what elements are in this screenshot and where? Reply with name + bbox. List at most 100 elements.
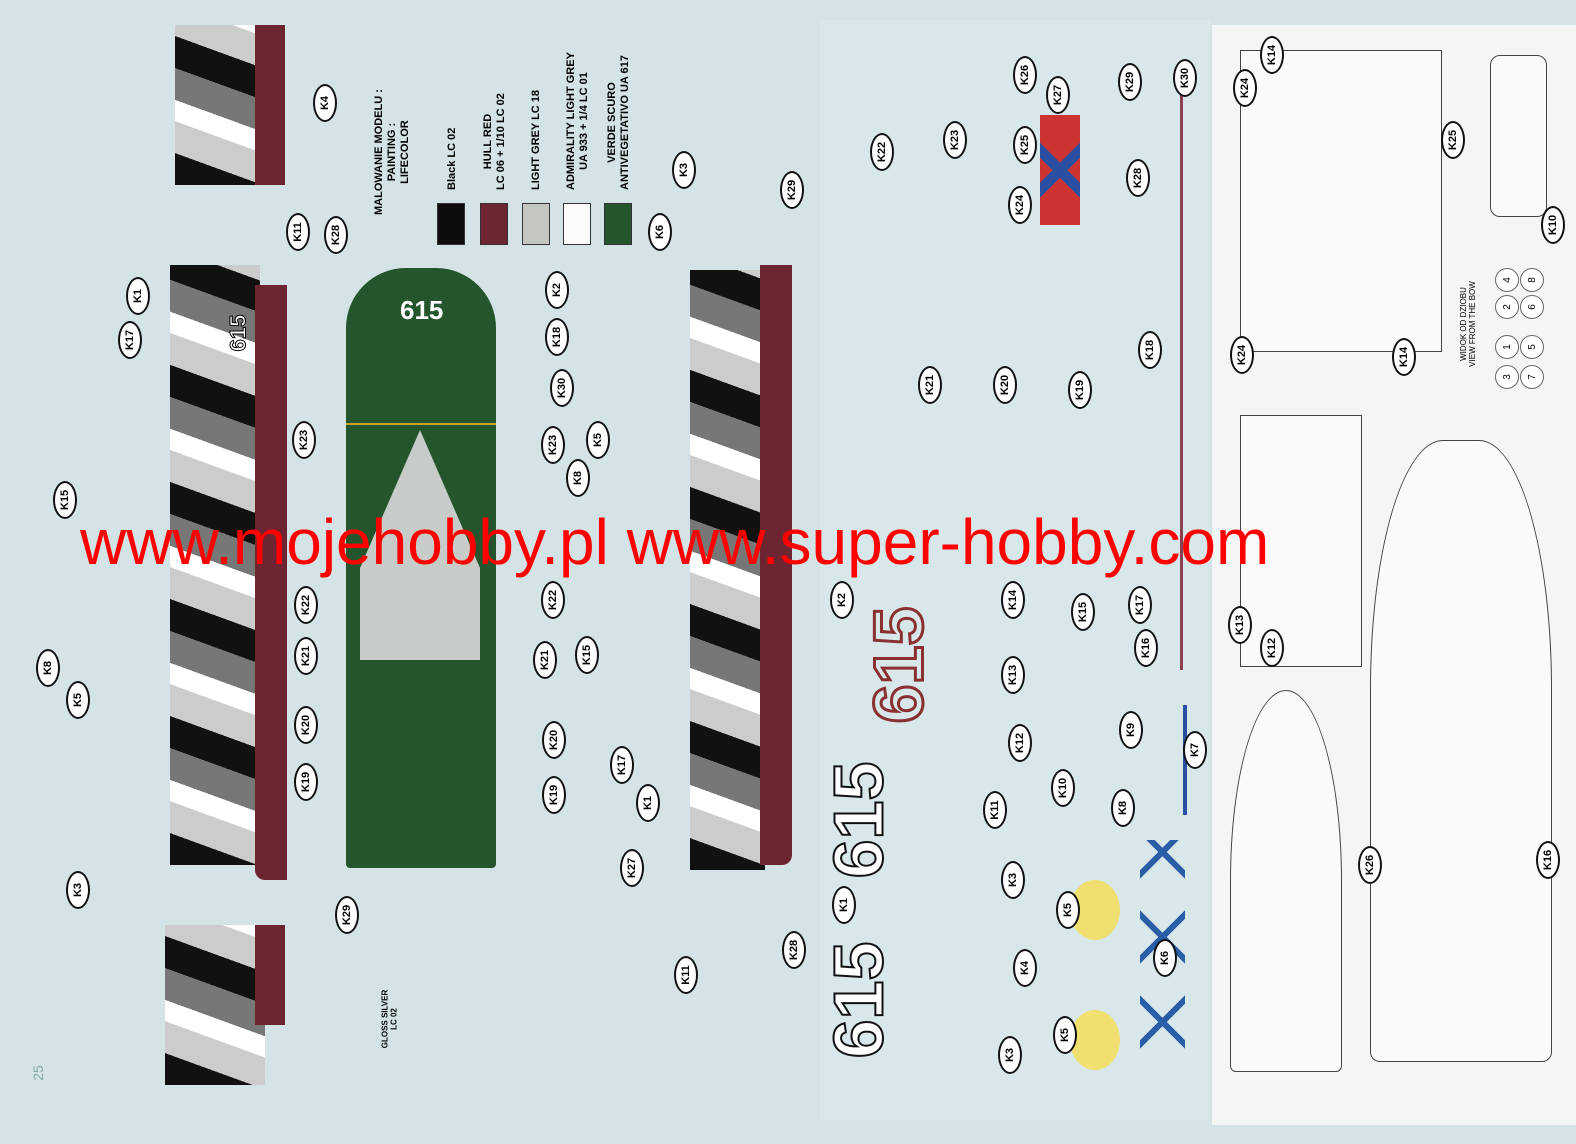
callout-k27: K27 <box>620 849 644 887</box>
callout-k30: K30 <box>1173 59 1197 97</box>
flag-decal <box>1040 115 1080 225</box>
launcher-tube-7: 7 <box>1520 365 1544 389</box>
callout-k27: K27 <box>1046 76 1070 114</box>
legend-label: LIGHT GREY LC 18 <box>530 89 542 190</box>
callout-k5: K5 <box>1053 1016 1077 1054</box>
callout-k5: K5 <box>66 681 90 719</box>
callout-k20: K20 <box>542 721 566 759</box>
callout-k19: K19 <box>1068 371 1092 409</box>
deck-stripe <box>346 423 496 425</box>
callout-k5: K5 <box>586 421 610 459</box>
callout-k15: K15 <box>53 481 77 519</box>
launcher-detail-drawing <box>1490 55 1547 217</box>
legend-title-line: PAINTING : <box>386 122 398 182</box>
callout-k13: K13 <box>1001 656 1025 694</box>
callout-k2: K2 <box>545 271 569 309</box>
callout-k30: K30 <box>550 369 574 407</box>
callout-k3: K3 <box>672 151 696 189</box>
swatch-light-grey <box>522 203 550 245</box>
swatch-verde-scuro <box>604 203 632 245</box>
callout-k11: K11 <box>286 213 310 251</box>
callout-k15: K15 <box>575 636 599 674</box>
callout-k21: K21 <box>294 637 318 675</box>
launcher-tube-2: 2 <box>1495 295 1519 319</box>
callout-k11: K11 <box>983 791 1007 829</box>
swatch-admiralty-grey <box>563 203 591 245</box>
decal-615-large: 615 <box>818 761 898 880</box>
legend-label: ADMIRALITY LIGHT GREY UA 933 + 1/4 LC 01 <box>565 52 590 190</box>
callout-k28: K28 <box>324 216 348 254</box>
callout-k1: K1 <box>832 886 856 924</box>
callout-k29: K29 <box>335 896 359 934</box>
callout-k10: K10 <box>1051 769 1075 807</box>
callout-k6: K6 <box>1153 939 1177 977</box>
legend-label: VERDE SCURO ANTIVEGETATIVO UA 617 <box>606 55 631 190</box>
emblem-decal <box>1070 1010 1120 1070</box>
callout-k18: K18 <box>545 318 569 356</box>
swatch-hull-red <box>480 203 508 245</box>
bow-hull <box>255 25 285 185</box>
callout-k16: K16 <box>1134 629 1158 667</box>
launcher-tube-6: 6 <box>1520 295 1544 319</box>
legend-label: Black LC 02 <box>446 127 458 190</box>
callout-k11: K11 <box>674 956 698 994</box>
legend-title-line: MALOWANIE MODELU : <box>373 89 385 215</box>
callout-k28: K28 <box>782 931 806 969</box>
callout-k22: K22 <box>541 581 565 619</box>
watermark: www.mojehobby.pl www.super-hobby.com <box>80 506 1270 578</box>
callout-k3: K3 <box>998 1036 1022 1074</box>
callout-k18: K18 <box>1138 331 1162 369</box>
callout-k4: K4 <box>313 84 337 122</box>
launcher-caption: WIDOK OD DZIOBU VIEW FROM THE BOW <box>1458 281 1477 367</box>
callout-k26: K26 <box>1358 846 1382 884</box>
legend-title: MALOWANIE MODELU :PAINTING :LIFECOLOR <box>373 89 412 215</box>
bridge-detail-drawing <box>1240 415 1362 667</box>
callout-k17: K17 <box>610 746 634 784</box>
callout-k20: K20 <box>294 706 318 744</box>
ship-side-view-right <box>690 270 765 870</box>
callout-k24: K24 <box>1230 336 1254 374</box>
callout-k26: K26 <box>1013 56 1037 94</box>
hull-number: 615 <box>225 314 251 352</box>
stern-hull <box>255 925 285 1025</box>
launcher-tube-4: 4 <box>1495 268 1519 292</box>
turret-detail-drawing <box>1240 50 1442 352</box>
callout-k6: K6 <box>648 213 672 251</box>
callout-k29: K29 <box>780 171 804 209</box>
callout-k21: K21 <box>918 366 942 404</box>
callout-k8: K8 <box>1111 789 1135 827</box>
callout-k16: K16 <box>1536 841 1560 879</box>
launcher-tube-8: 8 <box>1520 268 1544 292</box>
ship-perspective-drawing-2 <box>1230 690 1342 1072</box>
callout-k25: K25 <box>1441 121 1465 159</box>
callout-k19: K19 <box>542 776 566 814</box>
stripe-decal-k30 <box>1180 65 1183 670</box>
callout-k13: K13 <box>1228 606 1252 644</box>
callout-k24: K24 <box>1008 186 1032 224</box>
callout-k4: K4 <box>1013 949 1037 987</box>
callout-k29: K29 <box>1118 63 1142 101</box>
callout-k28: K28 <box>1126 159 1150 197</box>
launcher-tube-5: 5 <box>1520 335 1544 359</box>
hull-left <box>255 285 287 880</box>
callout-k7: K7 <box>1183 731 1207 769</box>
callout-k5: K5 <box>1056 891 1080 929</box>
callout-k1: K1 <box>126 277 150 315</box>
callout-k20: K20 <box>993 366 1017 404</box>
callout-k1: K1 <box>636 784 660 822</box>
callout-k25: K25 <box>1013 126 1037 164</box>
page-number: 25 <box>29 1065 46 1081</box>
callout-k22: K22 <box>870 133 894 171</box>
decal-615-large: 615 <box>818 941 898 1060</box>
launcher-tube-1: 1 <box>1495 335 1519 359</box>
swatch-black <box>437 203 465 245</box>
callout-k21: K21 <box>533 641 557 679</box>
callout-k12: K12 <box>1008 724 1032 762</box>
gloss-silver-note: GLOSS SILVER LC 02 <box>380 989 399 1049</box>
callout-k3: K3 <box>66 871 90 909</box>
callout-k14: K14 <box>1001 581 1025 619</box>
callout-k9: K9 <box>1119 711 1143 749</box>
callout-k23: K23 <box>292 421 316 459</box>
legend-title-line: LIFECOLOR <box>399 120 411 184</box>
ship-side-view-left <box>170 265 260 865</box>
